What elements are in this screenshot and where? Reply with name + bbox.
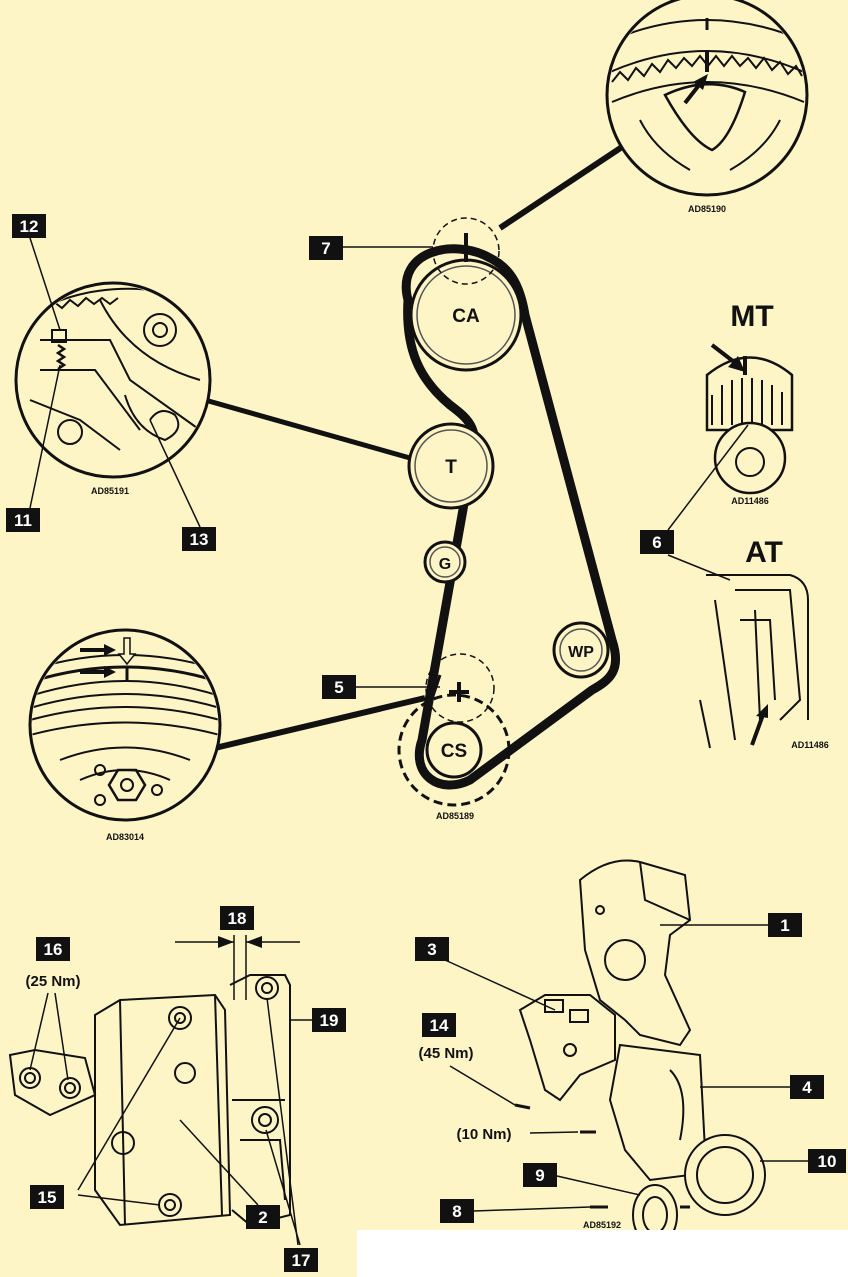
callout-7: 7 [309, 236, 433, 260]
mt-detail: MT AD11486 [705, 300, 794, 506]
at-detail-ref: AD11486 [791, 740, 829, 750]
svg-text:1: 1 [780, 916, 789, 935]
crankshaft-pulley: CS [397, 693, 511, 807]
callout-4: 4 [700, 1075, 824, 1099]
cam-detail-ref: AD85190 [688, 204, 726, 214]
at-detail: AT AD11486 [699, 536, 829, 750]
camshaft-pulley: CA [409, 258, 523, 372]
tensioner-detail-ref: AD85191 [91, 486, 129, 496]
callout-10: 10 [760, 1149, 846, 1173]
tensioner-pulley: T [407, 422, 495, 510]
svg-text:16: 16 [44, 940, 63, 959]
svg-text:6: 6 [652, 533, 661, 552]
torque-16: (25 Nm) [25, 973, 80, 990]
svg-text:11: 11 [14, 511, 32, 530]
bracket-assembly [8, 935, 300, 1227]
svg-text:12: 12 [20, 217, 39, 236]
water-pump-pulley-label: WP [568, 644, 594, 661]
callout-15: 15 [30, 1017, 181, 1209]
main-diagram-ref: AD85189 [436, 811, 474, 821]
callout-13: 13 [149, 419, 216, 551]
callout-14: 14 (45 Nm) [418, 1013, 516, 1106]
callout-16: 16 (25 Nm) [25, 937, 81, 1081]
torque-14: (45 Nm) [418, 1045, 473, 1062]
torque-10: (10 Nm) [456, 1126, 511, 1143]
at-label: AT [745, 536, 783, 569]
callout-9: 9 [523, 1163, 641, 1196]
tensioner-detail-leader [204, 397, 411, 461]
callout-3: 3 [415, 937, 556, 1011]
mt-label: MT [730, 300, 773, 333]
svg-text:3: 3 [427, 940, 436, 959]
crank-mark-highlight [425, 653, 495, 723]
callout-11: 11 [6, 364, 61, 532]
torque-10-group: (10 Nm) [456, 1126, 579, 1143]
cam-detail-leader [498, 142, 627, 231]
svg-text:5: 5 [334, 678, 343, 697]
svg-text:14: 14 [430, 1016, 449, 1035]
crank-detail-leader [214, 695, 426, 751]
callout-2: 2 [179, 1119, 280, 1229]
svg-text:19: 19 [320, 1011, 339, 1030]
svg-text:17: 17 [292, 1251, 311, 1270]
crankshaft-pulley-label: CS [441, 741, 467, 762]
water-pump-pulley: WP [552, 621, 610, 679]
guide-pulley: G [423, 540, 467, 584]
svg-text:15: 15 [38, 1188, 57, 1207]
tensioner-pulley-label: T [445, 457, 457, 478]
crank-detail-inset: AD83014 [28, 628, 426, 842]
cover-assembly: AD85192 [514, 859, 766, 1246]
callout-19: 19 [290, 1008, 346, 1032]
svg-text:18: 18 [228, 909, 247, 928]
callout-18: 18 [220, 906, 254, 930]
callout-8: 8 [440, 1199, 591, 1223]
callout-6: 6 [640, 424, 749, 581]
svg-text:8: 8 [452, 1202, 461, 1221]
callout-5: 5 [322, 675, 440, 699]
cam-detail-inset: AD85190 [498, 0, 809, 231]
mt-detail-ref: AD11486 [731, 496, 769, 506]
belt-routing: CA T G WP CS [397, 217, 621, 821]
callout-17: 17 [265, 997, 318, 1272]
at-arrow [750, 711, 766, 746]
camshaft-pulley-label: CA [452, 306, 480, 327]
bottom-crop-edge [357, 1230, 848, 1277]
crank-belt-mark [428, 674, 442, 706]
svg-text:7: 7 [321, 239, 330, 258]
svg-text:10: 10 [818, 1152, 837, 1171]
svg-text:2: 2 [258, 1208, 267, 1227]
timing-belt [401, 244, 621, 790]
guide-pulley-label: G [439, 556, 451, 573]
crank-detail-ref: AD83014 [106, 832, 144, 842]
svg-text:4: 4 [802, 1078, 812, 1097]
cam-mark-highlight [432, 217, 500, 285]
callout-12: 12 [12, 214, 61, 331]
svg-text:13: 13 [190, 530, 209, 549]
callout-1: 1 [660, 913, 802, 937]
cover-assembly-ref: AD85192 [583, 1220, 621, 1230]
tensioner-detail-inset: AD85191 [14, 281, 411, 496]
svg-text:9: 9 [535, 1166, 544, 1185]
